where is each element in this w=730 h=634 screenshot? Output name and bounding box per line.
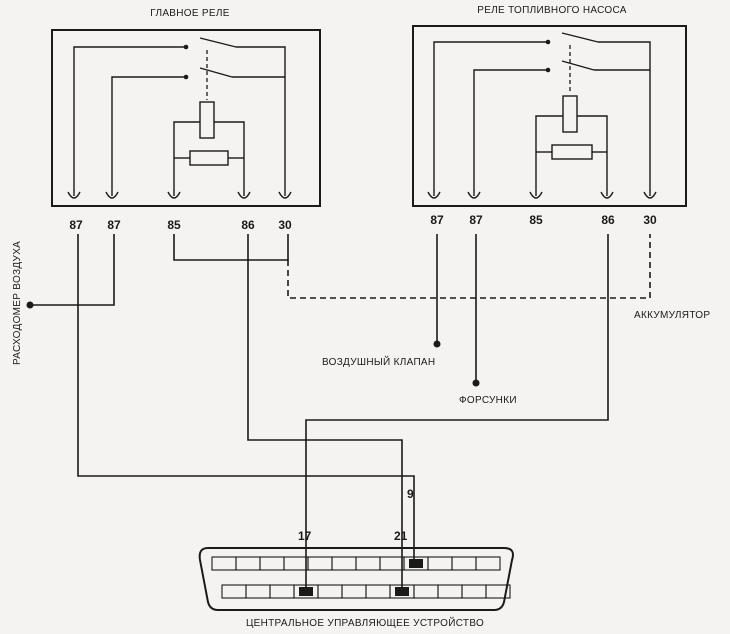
ecu-cavity: [259, 556, 285, 571]
pump-relay-pin-87b: 87: [469, 213, 483, 227]
ecu-cavity: [437, 584, 463, 599]
battery-wire: [287, 234, 651, 299]
main-relay-pin-30: 30: [278, 218, 292, 232]
main-relay-pin-86: 86: [241, 218, 255, 232]
main-relay-pin-87a: 87: [69, 218, 83, 232]
ecu-label: ЦЕНТРАЛЬНОЕ УПРАВЛЯЮЩЕЕ УСТРОЙСТВО: [246, 616, 484, 629]
main-relay-contact-1: [183, 44, 189, 50]
pump-relay-pin-85: 85: [529, 213, 543, 227]
pump-relay-contact-1: [545, 39, 551, 45]
air-flow-meter-node: [26, 301, 34, 309]
main-relay-85-30-jumper: [173, 234, 289, 261]
ecu-pin-9-wire: [77, 234, 415, 560]
ecu-cavity: [461, 584, 487, 599]
main-relay-switch-1: [199, 37, 237, 48]
ecu-pin-21-label: 21: [394, 529, 408, 543]
main-relay-contact-2: [183, 74, 189, 80]
main-relay-terminal-86: [237, 191, 251, 199]
injectors-label: ФОРСУНКИ: [459, 395, 517, 406]
ecu-cavity: [235, 556, 261, 571]
pump-relay-pin-87a: 87: [430, 213, 444, 227]
ecu-cavity: [331, 556, 357, 571]
pump-relay-wire-87b: [473, 69, 548, 196]
ecu-connector-row-bottom: [221, 584, 511, 599]
ecu-connector: [198, 547, 514, 611]
main-relay-wire-87b: [111, 76, 186, 196]
ecu-connector-shell: [198, 547, 514, 611]
main-relay-title: ГЛАВНОЕ РЕЛЕ: [150, 8, 229, 19]
pump-relay-wire-30: [598, 41, 651, 196]
main-relay-coil-wire-85: [173, 121, 200, 196]
main-relay-pin-85: 85: [167, 218, 181, 232]
external-wiring: [26, 234, 651, 588]
main-relay-terminal-30: [278, 191, 292, 199]
ecu-pin-21-wire: [247, 234, 403, 588]
ecu-cavity: [365, 584, 391, 599]
main-relay-wire-87a: [73, 46, 186, 196]
ecu-pin-17-label: 17: [298, 529, 312, 543]
ecu-connector-row-top: [211, 556, 501, 571]
ecu-cavity: [317, 584, 343, 599]
pump-relay-terminal-86: [600, 191, 614, 199]
battery-label: АККУМУЛЯТОР: [634, 310, 710, 321]
pump-relay-pin-30: 30: [643, 213, 657, 227]
ecu-active-pin: [395, 587, 409, 596]
main-relay-wire-30: [236, 46, 286, 196]
pump-relay-title: РЕЛЕ ТОПЛИВНОГО НАСОСА: [477, 5, 627, 16]
pump-relay-wire-87a: [433, 41, 548, 196]
ecu-cavity: [451, 556, 477, 571]
ecu-cavity: [221, 584, 247, 599]
ecu-cavity: [379, 556, 405, 571]
air-valve-node: [433, 340, 441, 348]
air-flow-meter-wire: [30, 234, 115, 306]
ecu-cavity: [485, 584, 511, 599]
main-relay-coil-wire-86: [214, 121, 245, 196]
main-relay-resistor: [189, 150, 229, 166]
main-relay: ГЛАВНОЕ РЕЛЕ 87 87 85 86 30: [51, 8, 321, 232]
pump-relay-contact-2: [545, 67, 551, 73]
ecu-cavity: [427, 556, 453, 571]
main-relay-terminal-85: [167, 191, 181, 199]
pump-relay-terminal-87b: [467, 191, 481, 199]
pump-relay-coil-wire-86: [577, 115, 608, 196]
pump-relay-resistor: [551, 144, 593, 160]
pump-relay-terminals: [427, 191, 657, 199]
pump-relay-housing: [412, 25, 687, 207]
main-relay-terminal-87b: [105, 191, 119, 199]
main-relay-housing: [51, 29, 321, 207]
main-relay-pin-87b: 87: [107, 218, 121, 232]
ecu-cavity: [283, 556, 309, 571]
injectors-node: [472, 379, 480, 387]
main-relay-coil: [199, 101, 215, 139]
ecu-pin-9-label: 9: [407, 487, 414, 501]
ecu-cavity: [341, 584, 367, 599]
pump-relay-switch-1: [561, 32, 599, 43]
ecu-pin-17-wire: [305, 234, 609, 588]
pump-relay-coil-wire-85: [535, 115, 563, 196]
main-relay-switch-2: [199, 67, 233, 78]
ecu-cavity: [355, 556, 381, 571]
pump-relay-terminal-87a: [427, 191, 441, 199]
ecu-active-pin: [409, 559, 423, 568]
air-valve-label: ВОЗДУШНЫЙ КЛАПАН: [322, 355, 435, 368]
ecu-active-pin: [299, 587, 313, 596]
pump-relay-terminal-30: [643, 191, 657, 199]
pump-relay-coil: [562, 95, 578, 133]
pump-relay-pin-86: 86: [601, 213, 615, 227]
ecu-cavity: [413, 584, 439, 599]
fuel-pump-relay: РЕЛЕ ТОПЛИВНОГО НАСОСА 87 87 85 86 30: [412, 5, 687, 227]
ecu-cavity: [269, 584, 295, 599]
ecu-cavity: [211, 556, 237, 571]
pump-relay-switch-2: [561, 60, 595, 71]
air-flow-meter-label: РАСХОДОМЕР ВОЗДУХА: [12, 241, 23, 365]
ecu-cavity: [245, 584, 271, 599]
main-relay-terminals: [67, 191, 292, 199]
main-relay-terminal-87a: [67, 191, 81, 199]
ecu-cavity: [307, 556, 333, 571]
pump-relay-terminal-85: [529, 191, 543, 199]
ecu-cavity: [475, 556, 501, 571]
